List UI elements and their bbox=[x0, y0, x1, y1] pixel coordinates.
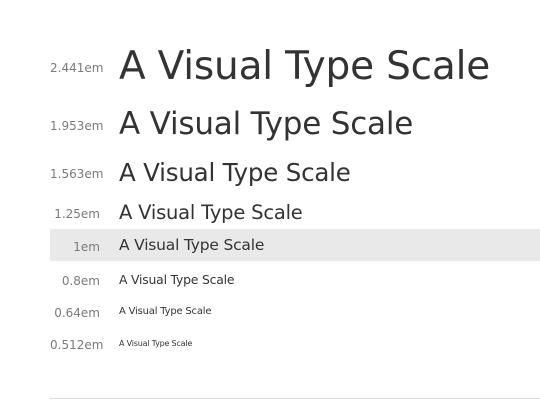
bottom-divider bbox=[50, 398, 540, 399]
sample-text: A Visual Type Scale bbox=[119, 43, 491, 89]
sample-text: A Visual Type Scale bbox=[119, 305, 212, 317]
size-label: 1.953em bbox=[50, 118, 104, 133]
sample-text: A Visual Type Scale bbox=[119, 106, 414, 142]
size-label: 2.441em bbox=[50, 60, 104, 75]
size-label: 0.512em bbox=[50, 337, 104, 352]
type-scale-row-2-441em: 2.441em A Visual Type Scale bbox=[50, 38, 540, 94]
size-label: 0.8em bbox=[61, 273, 100, 288]
sample-text: A Visual Type Scale bbox=[119, 271, 235, 287]
size-label: 0.64em bbox=[54, 305, 100, 320]
sample-text: A Visual Type Scale bbox=[119, 200, 303, 224]
size-label: 1.563em bbox=[50, 166, 104, 181]
type-scale-row-1-25em: 1.25em A Visual Type Scale bbox=[50, 196, 540, 228]
type-scale-row-0-8em: 0.8em A Visual Type Scale bbox=[50, 266, 540, 292]
type-scale-row-1-563em: 1.563em A Visual Type Scale bbox=[50, 153, 540, 191]
size-label: 1.25em bbox=[54, 206, 100, 221]
size-label: 1em bbox=[73, 239, 100, 254]
type-scale-row-1-953em: 1.953em A Visual Type Scale bbox=[50, 102, 540, 146]
type-scale-row-1em: 1em A Visual Type Scale bbox=[50, 229, 540, 261]
sample-text: A Visual Type Scale bbox=[119, 236, 265, 254]
type-scale-row-0-64em: 0.64em A Visual Type Scale bbox=[50, 299, 540, 323]
sample-text: A Visual Type Scale bbox=[119, 157, 351, 187]
type-scale-row-0-512em: 0.512em A Visual Type Scale bbox=[50, 331, 540, 355]
sample-text: A Visual Type Scale bbox=[119, 338, 193, 348]
